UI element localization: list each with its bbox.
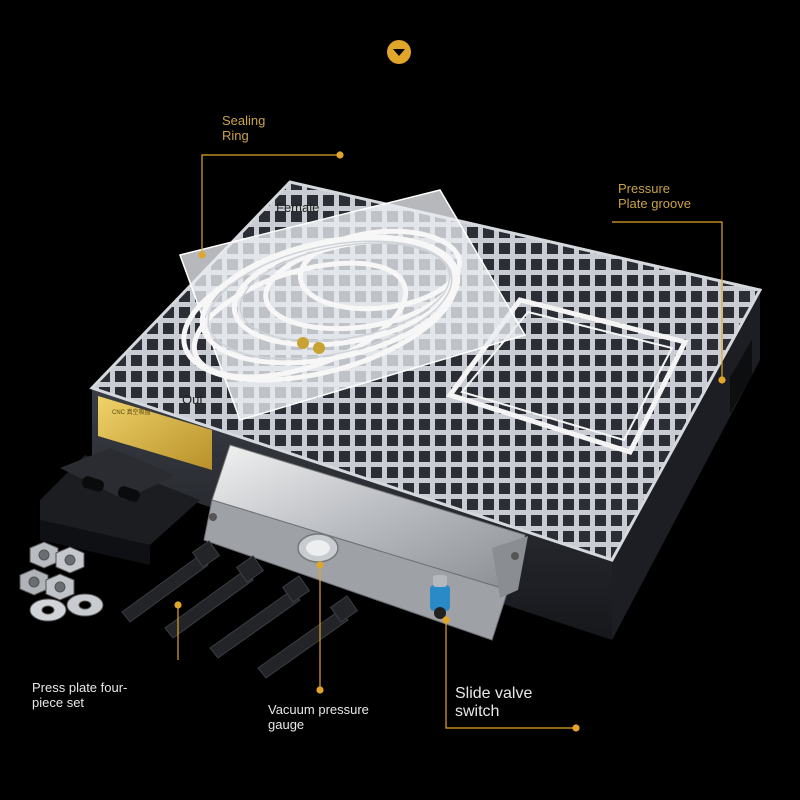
- sealing-ring-label: Sealing Ring: [222, 113, 266, 144]
- nameplate-text: CNC 真空吸盘: [112, 410, 151, 416]
- pressure-plate-groove-label-line1: Pressure: [618, 181, 671, 196]
- sealing-ring-bag: [179, 189, 527, 421]
- vacuum-gauge: [297, 533, 339, 563]
- female-connector-label: Female: [276, 200, 320, 215]
- vacuum-gauge-label: Vacuum pressure gauge: [268, 702, 369, 733]
- chevron-down-circle-icon: [387, 40, 411, 64]
- sealing-ring-label-line2: Ring: [222, 127, 249, 143]
- press-plate-clamps: [40, 448, 200, 565]
- nuts-and-washers: [19, 541, 104, 622]
- vacuum-gauge-label-line2: gauge: [268, 716, 305, 732]
- pressure-plate-groove-label: Pressure Plate groove: [618, 181, 691, 212]
- t-bolts: [121, 540, 359, 679]
- press-plate-set-label-line1: Press plate four-: [32, 680, 128, 695]
- vacuum-gauge-label-line1: Vacuum pressure: [268, 702, 369, 717]
- press-plate-set-label: Press plate four- piece set: [32, 680, 128, 711]
- pressure-plate-groove: [445, 297, 689, 456]
- out-connector-label: Out: [182, 392, 203, 407]
- pressure-plate-groove-label-line2: Plate groove: [618, 195, 691, 211]
- slide-valve-label-line2: switch: [455, 703, 500, 721]
- slide-valve-label: Slide valve switch: [455, 685, 532, 722]
- sealing-ring-label-line1: Sealing: [222, 113, 266, 128]
- nameplate: [98, 396, 212, 470]
- air-fitting: [430, 575, 450, 619]
- slide-valve-label-line1: Slide valve: [455, 685, 533, 702]
- press-plate-set-label-line2: piece set: [32, 694, 85, 710]
- callout-lines: [174, 151, 726, 732]
